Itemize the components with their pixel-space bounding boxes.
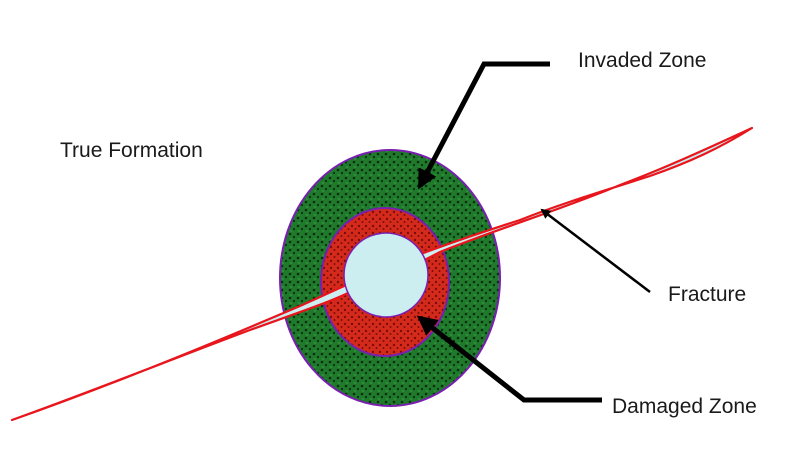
- wellbore-circle: [344, 233, 428, 317]
- fracture-pointer-arrow: [542, 210, 650, 292]
- fracture-label: Fracture: [668, 284, 746, 305]
- invaded-zone-label: Invaded Zone: [578, 50, 706, 71]
- true-formation-label: True Formation: [60, 140, 203, 161]
- damaged-zone-label: Damaged Zone: [612, 396, 757, 417]
